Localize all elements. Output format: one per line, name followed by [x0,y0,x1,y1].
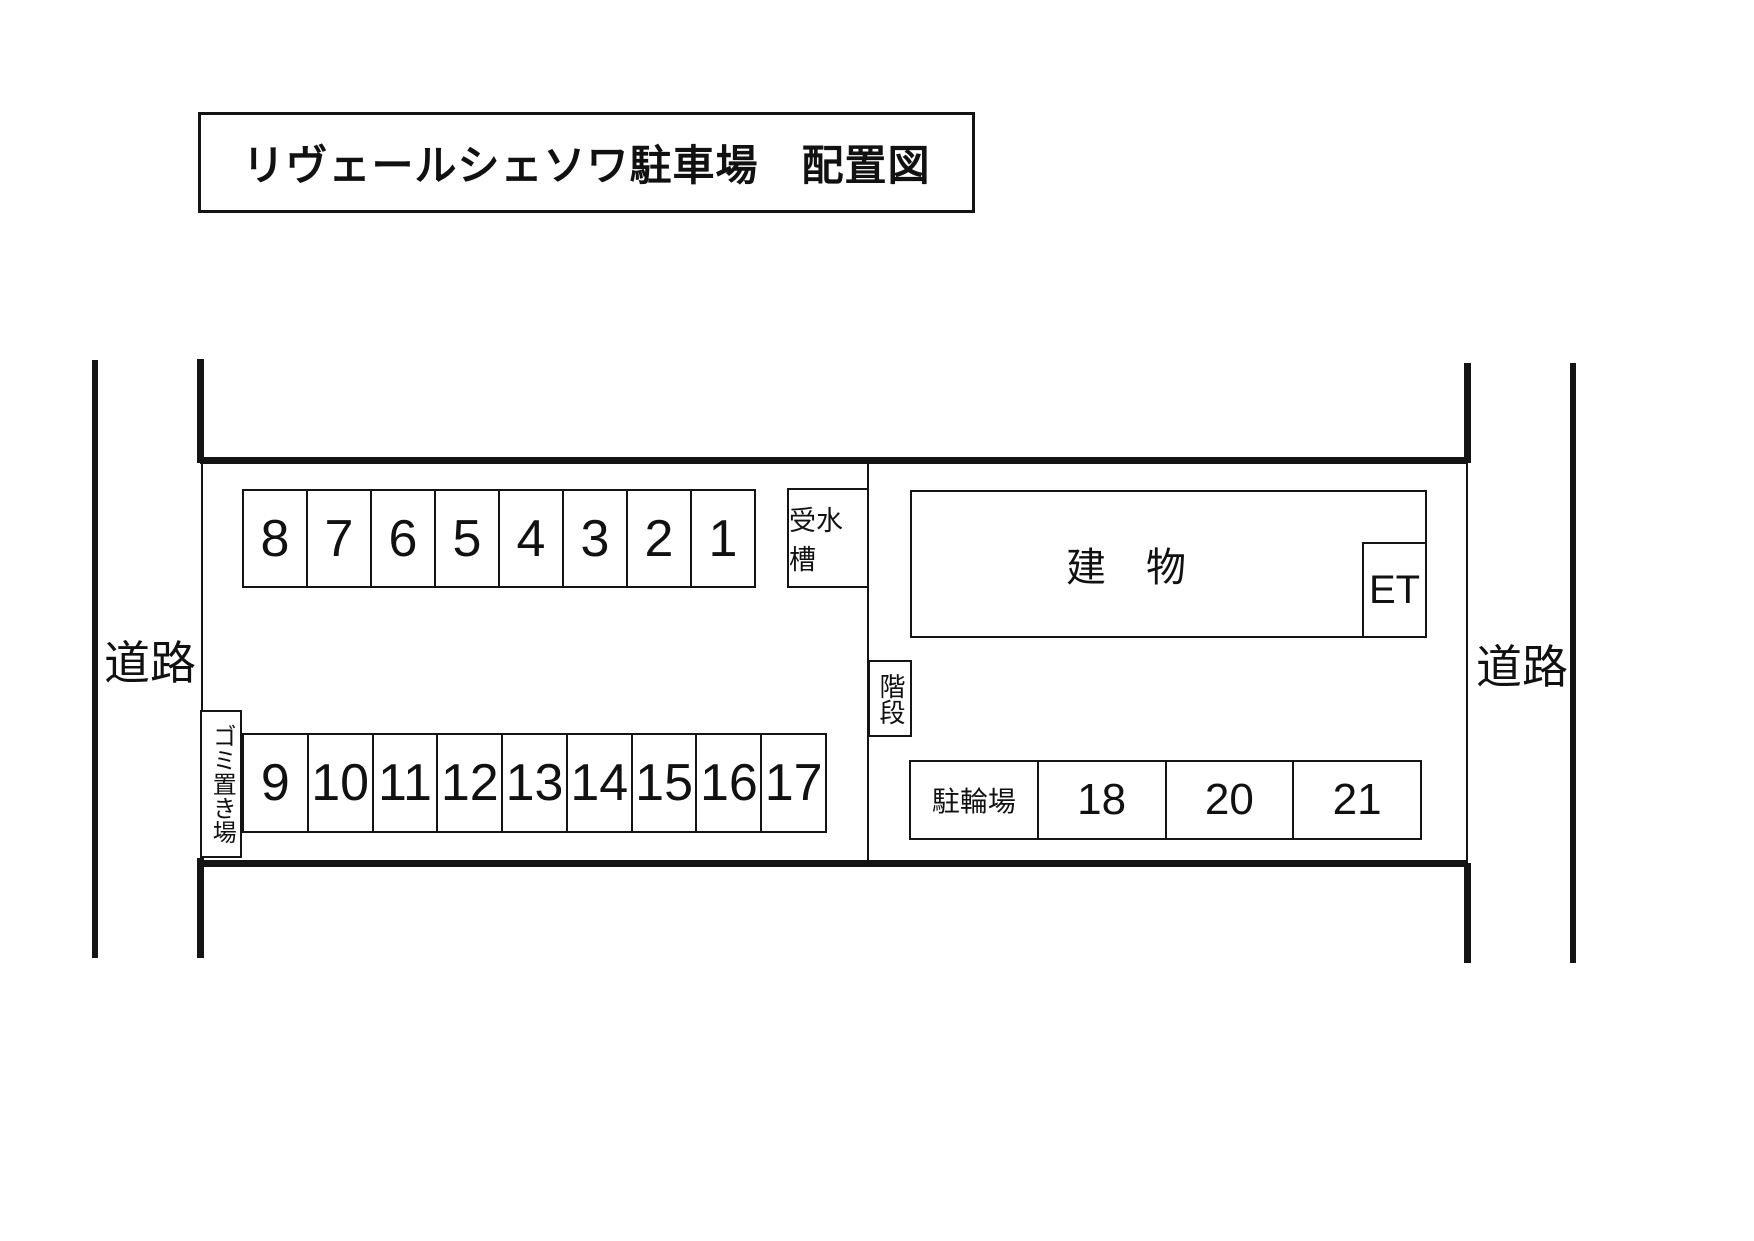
parking-space-8: 8 [260,509,290,568]
road-label-right-text: 道路 [1476,641,1568,693]
stairs-box: 階段 [868,660,912,737]
water-tank-label: 受水槽 [789,506,843,575]
water-tank-box: 受水槽 [787,488,869,588]
elevator-label: ET [1368,567,1421,612]
parking-space-17: 17 [760,735,825,831]
road-label-right: 道路 [1476,638,1568,693]
road-line-right-outer [1570,363,1576,963]
garbage-area-label: ゴミ置き場 [208,724,236,844]
road-line-right-inner-bottom [1464,863,1471,963]
title-box: リヴェールシェソワ駐車場 配置図 [198,112,975,213]
parking-space-10: 10 [306,735,372,831]
bicycle-parking-cell: 駐輪場 [931,786,1016,817]
parking-space-15: 15 [630,735,696,831]
road-label-left-text: 道路 [104,637,196,689]
garbage-area-box: ゴミ置き場 [200,710,242,858]
building-label: 建 物 [1066,546,1186,590]
parking-space-6: 6 [370,491,434,586]
property-line-right [1466,463,1468,863]
page-title: リヴェールシェソワ駐車場 配置図 [242,142,931,189]
parking-row-bottom: 9 10 11 12 13 14 15 16 17 [242,733,827,833]
parking-space-21: 21 [1292,762,1420,838]
road-line-left-outer [92,360,98,958]
parking-space-5: 5 [434,491,498,586]
parking-row-right: 駐輪場 18 20 21 [909,760,1422,840]
elevator-box: ET [1362,542,1427,638]
parking-space-9: 9 [260,754,290,812]
road-label-left: 道路 [104,634,196,689]
stairs-label: 階段 [875,672,906,725]
lot-boundary-bottom [200,860,1467,867]
parking-space-7: 7 [306,491,370,586]
parking-space-18: 18 [1036,762,1165,838]
parking-space-3: 3 [562,491,626,586]
parking-space-13: 13 [501,735,566,831]
parking-row-top: 8 7 6 5 4 3 2 1 [242,489,756,588]
parking-space-16: 16 [695,735,760,831]
property-line-left [201,463,203,858]
building-box: 建 物 [910,490,1427,638]
parking-space-4: 4 [498,491,562,586]
parking-space-12: 12 [436,735,501,831]
lot-boundary-top [200,457,1467,464]
parking-space-1: 1 [690,491,754,586]
road-line-left-inner-top [197,359,204,463]
parking-space-14: 14 [565,735,631,831]
parking-space-11: 11 [371,735,437,831]
parking-space-2: 2 [626,491,690,586]
road-line-right-inner-top [1464,363,1471,463]
parking-space-20: 20 [1164,762,1293,838]
road-line-left-inner-bottom [197,858,204,958]
